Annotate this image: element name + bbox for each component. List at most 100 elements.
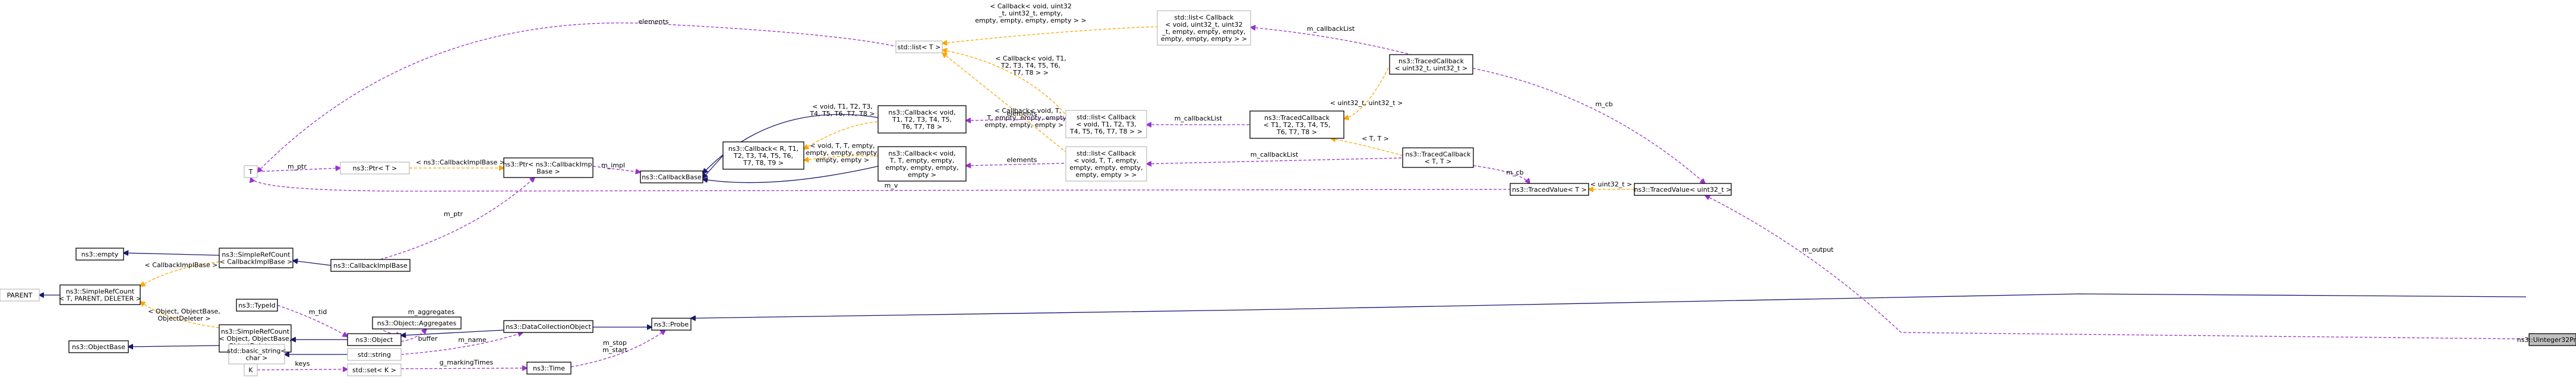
edge-label: < Callback< void, T1,	[995, 55, 1066, 62]
class-label: std::list< Callback	[1077, 150, 1137, 157]
class-label: T7, T8, T9 >	[743, 159, 784, 167]
edge-line	[400, 368, 527, 369]
edge-line	[400, 329, 427, 342]
class-node-src_t[interactable]: ns3::SimpleRefCount< T, PARENT, DELETER …	[59, 284, 141, 305]
class-box	[503, 157, 594, 178]
class-box	[1249, 110, 1344, 139]
edges-layer: < Object, ObjectBase,ObjectDeleter > < Ca…	[39, 2, 2530, 370]
class-box	[1065, 110, 1147, 138]
class-node-list_cb_t18[interactable]: std::list< Callback< void, T1, T2, T3,T4…	[1065, 110, 1147, 138]
class-label: < T1, T2, T3, T4, T5,	[1264, 121, 1331, 129]
class-node-traced_cb_uint[interactable]: ns3::TracedCallback< uint32_t, uint32_t …	[1389, 54, 1473, 75]
class-label: < CallbackImplBase >	[220, 258, 293, 266]
class-node-cb_void_tt[interactable]: ns3::Callback< void,T, T, empty, empty,e…	[877, 146, 967, 182]
class-node-list_cb_uint[interactable]: std::list< Callback< void, uint32_t, uin…	[1157, 10, 1251, 46]
edge-objectbase-to-srcobj	[128, 346, 220, 347]
class-label: ns3::Probe	[654, 321, 689, 328]
edge-tracedcbt18-to-tracedcbuint: < uint32_t, uint32_t >	[1330, 65, 1403, 119]
edge-cbr-to-cbvoidtt: < void, T, T, empty,empty, empty, empty,…	[804, 142, 879, 164]
edge-line	[942, 53, 1066, 153]
class-node-dco[interactable]: ns3::DataCollectionObject	[503, 320, 594, 333]
class-node-cb_void9[interactable]: ns3::Callback< void,T1, T2, T3, T4, T5,T…	[877, 105, 967, 134]
edge-label: m_name	[458, 336, 487, 344]
class-node-probe[interactable]: ns3::Probe	[651, 318, 692, 331]
class-node-src_cib[interactable]: ns3::SimpleRefCount< CallbackImplBase >	[219, 248, 293, 268]
class-node-basic_string[interactable]: std::basic_string<char >	[227, 344, 286, 365]
class-node-list_t[interactable]: std::list< T >	[895, 40, 943, 53]
class-node-list_cb_tt[interactable]: std::list< Callback< void, T, T, empty,e…	[1065, 146, 1147, 182]
class-node-aggregates[interactable]: ns3::Object::Aggregates	[372, 316, 462, 330]
class-label: < T, PARENT, DELETER >	[59, 295, 141, 303]
class-node-uint32probe[interactable]: ns3::Uinteger32Probe	[2517, 333, 2576, 346]
class-label: T6, T7, T8 >	[901, 123, 942, 131]
class-label: _t, empty, empty, empty,	[1161, 28, 1245, 36]
class-node-time[interactable]: ns3::Time	[526, 362, 572, 375]
edge-label: m_callbackList	[1251, 151, 1299, 159]
edge-label: T4, T5, T6, T7, T8 >	[809, 110, 875, 118]
class-label: Base >	[536, 168, 560, 176]
class-node-traced_cb_t18[interactable]: ns3::TracedCallback< T1, T2, T3, T4, T5,…	[1249, 110, 1344, 139]
edge-cbbase-to-cbvoidtt	[703, 166, 879, 183]
class-node-std_string[interactable]: std::string	[347, 348, 402, 361]
class-box	[877, 105, 967, 134]
edge-label: g_markingTimes	[440, 359, 494, 366]
edge-label: < Object, ObjectBase,	[148, 308, 220, 315]
edge-line	[380, 178, 535, 260]
class-node-cbbase[interactable]: ns3::CallbackBase	[640, 170, 703, 183]
class-node-ptr_t[interactable]: ns3::Ptr< T >	[340, 161, 410, 175]
edge-label: ObjectDeleter >	[157, 315, 210, 322]
class-label: std::list< Callback	[1175, 14, 1235, 21]
edge-label: elements	[1006, 110, 1037, 118]
class-box	[1634, 183, 1732, 196]
edge-label: < Callback< void, uint32	[990, 2, 1072, 10]
class-node-parent[interactable]: PARENT	[0, 289, 40, 302]
class-node-object[interactable]: ns3::Object	[347, 333, 402, 346]
edge-label: < ns3::CallbackImplBase >	[416, 159, 505, 166]
class-label: < void, uint32_t, uint32	[1165, 21, 1242, 28]
edge-ptrt-to-ptrcib: < ns3::CallbackImplBase >	[409, 159, 505, 168]
edge-line	[128, 346, 220, 347]
class-node-ptr_cib[interactable]: ns3::Ptr< ns3::CallbackImplBase >	[503, 157, 594, 178]
edge-line	[140, 261, 220, 286]
class-node-traced_cb_tt[interactable]: ns3::TracedCallback< T, T >	[1402, 147, 1474, 168]
edge-line	[1344, 65, 1390, 119]
edge-label: T2, T3, T4, T5, T6,	[1000, 62, 1060, 69]
edge-empty-to-srccib	[124, 253, 220, 255]
class-label: < void, T1, T2, T3,	[1076, 121, 1137, 128]
edge-label: empty, empty, empty,	[806, 149, 879, 157]
class-label: ns3::SimpleRefCount	[66, 288, 135, 296]
edge-label: m_output	[1802, 246, 1834, 254]
edge-cib-to-ptrcib: m_ptr	[380, 178, 535, 260]
class-node-cb_r[interactable]: ns3::Callback< R, T1,T2, T3, T4, T5, T6,…	[722, 141, 804, 170]
class-label: empty, empty > >	[1076, 171, 1137, 179]
edge-object-to-dco	[401, 330, 504, 335]
edge-tracedvaluet-to-tracedvalueuint: < uint32_t >	[1589, 180, 1634, 189]
class-node-t[interactable]: T	[244, 165, 258, 178]
edge-label: < void, T, T, empty,	[810, 142, 875, 150]
class-node-set[interactable]: std::set< K >	[347, 363, 402, 376]
edge-string-to-dco: m_name	[400, 332, 523, 355]
edge-listt-to-listcbt18: < Callback< void, T1,T2, T3, T4, T5, T6,…	[942, 50, 1066, 115]
class-node-objectbase[interactable]: ns3::ObjectBase	[68, 340, 129, 353]
edge-line	[703, 155, 724, 178]
class-node-typeid[interactable]: ns3::TypeId	[236, 299, 278, 312]
class-label: ns3::TracedValue< T >	[1512, 186, 1587, 194]
class-box	[372, 316, 462, 330]
class-label: ns3::empty	[81, 251, 119, 258]
class-node-empty[interactable]: ns3::empty	[75, 248, 124, 261]
class-label: ns3::TracedValue< uint32_t >	[1634, 186, 1731, 194]
class-label: < uint32_t, uint32_t >	[1395, 65, 1468, 72]
edge-label: < Callback< void, T,	[995, 107, 1062, 115]
class-box	[236, 299, 278, 312]
class-label: T, T, empty, empty,	[889, 157, 955, 164]
edge-srct-to-srcobj: < Object, ObjectBase,ObjectDeleter >	[140, 302, 220, 328]
edge-line	[966, 119, 1066, 121]
class-node-cib[interactable]: ns3::CallbackImplBase	[330, 259, 411, 272]
class-node-traced_value_uint[interactable]: ns3::TracedValue< uint32_t >	[1634, 183, 1732, 196]
class-box	[1510, 183, 1589, 196]
edge-line	[1472, 68, 1705, 183]
edge-t-to-tracedvaluet: m_v	[251, 178, 1511, 192]
class-node-traced_value_t[interactable]: ns3::TracedValue< T >	[1510, 183, 1589, 196]
class-node-k[interactable]: K	[244, 363, 258, 376]
